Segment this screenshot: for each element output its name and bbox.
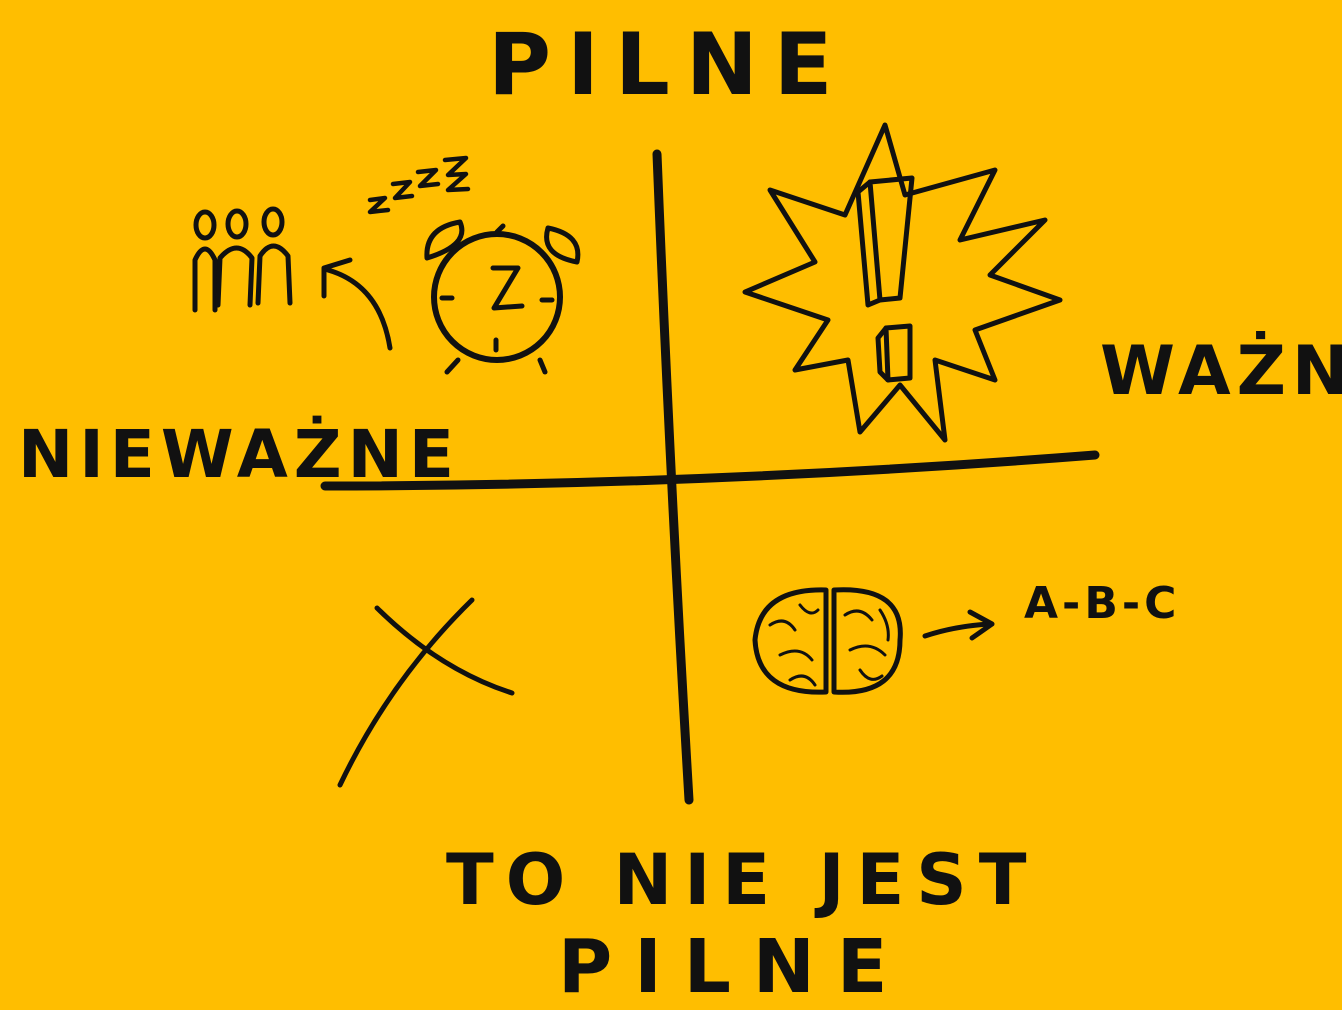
axis-label-unimportant: NIEWAŻNE	[18, 422, 460, 488]
axis-label-urgent: PILNE	[488, 22, 849, 108]
people-icon	[195, 209, 290, 310]
arrow-icon	[925, 612, 992, 638]
axis-label-not-urgent-line2: PILNE	[558, 930, 909, 1004]
arrow-icon	[324, 260, 390, 348]
exclamation-icon	[858, 178, 912, 380]
alarm-clock-icon	[427, 222, 578, 372]
snooze-zzz-icon	[370, 158, 468, 212]
cross-x-icon	[340, 600, 512, 785]
axis-label-not-urgent-line1: TO NIE JEST	[446, 845, 1038, 915]
abc-note: A-B-C	[1024, 582, 1180, 626]
axis-label-important: WAŻNE	[1100, 338, 1342, 406]
brain-icon	[755, 590, 900, 693]
